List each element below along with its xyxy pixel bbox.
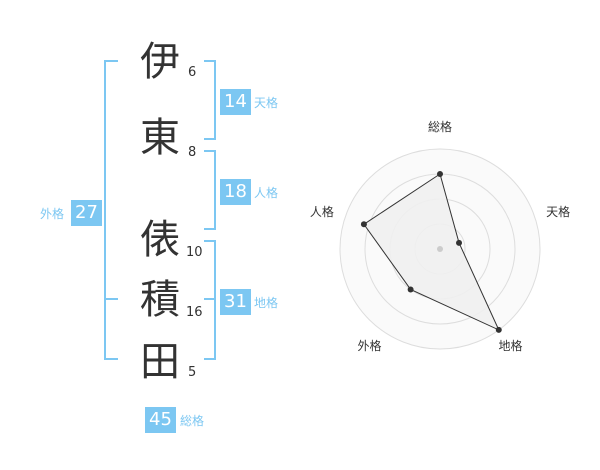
stroke-count-1: 6 <box>188 65 197 80</box>
gaikaku-badge: 27 <box>71 200 102 226</box>
chikaku-badge: 31 <box>220 289 251 315</box>
name-char-4: 積 <box>140 277 180 323</box>
radar-axis-label-4: 外格 <box>357 338 381 353</box>
tenkaku-label: 天格 <box>254 96 279 110</box>
name-char-1: 伊 <box>140 39 180 85</box>
stroke-count-3: 10 <box>186 245 203 260</box>
radar-axis-label-1: 総格 <box>428 119 452 134</box>
radar-axis-label-5: 人格 <box>310 204 334 219</box>
radar-center-dot <box>437 246 443 252</box>
soukaku-badge: 45 <box>145 407 176 433</box>
radar-point-3 <box>495 326 502 333</box>
jinkaku-label: 人格 <box>254 186 279 200</box>
radar-axis-label-3: 地格 <box>499 338 523 353</box>
radar-point-1 <box>437 171 443 177</box>
name-char-5: 田 <box>140 339 180 385</box>
name-char-2: 東 <box>140 115 180 161</box>
radar-point-2 <box>456 239 463 246</box>
name-char-3: 俵 <box>140 217 180 263</box>
soukaku-label: 総格 <box>180 414 205 428</box>
stroke-count-5: 5 <box>188 365 197 380</box>
chikaku-bracket-mid <box>204 298 216 300</box>
tenkaku-badge: 14 <box>220 89 251 115</box>
radar-area <box>363 173 500 331</box>
gaikaku-bracket <box>104 60 118 360</box>
chikaku-label: 地格 <box>254 296 279 310</box>
gaikaku-label: 外格 <box>40 207 65 221</box>
radar-axis-label-2: 天格 <box>546 204 570 219</box>
tenkaku-bracket <box>204 60 216 140</box>
chikaku-bracket <box>204 240 216 360</box>
stroke-count-2: 8 <box>188 145 197 160</box>
radar-point-4 <box>407 286 414 293</box>
stroke-count-4: 16 <box>186 305 203 320</box>
jinkaku-badge: 18 <box>220 179 251 205</box>
jinkaku-bracket <box>204 150 216 230</box>
radar-point-5 <box>360 221 367 228</box>
gaikaku-bracket-mid <box>104 298 118 300</box>
